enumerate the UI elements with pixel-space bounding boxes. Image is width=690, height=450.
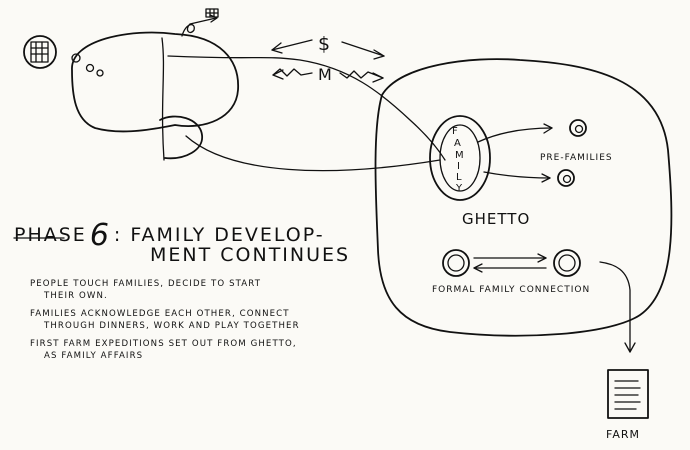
formal-connection-arrows [473, 253, 547, 273]
phase-title-line2: MENT CONTINUES [150, 244, 351, 266]
family-letter-3: M [455, 150, 465, 161]
family-letter-2: A [454, 138, 462, 149]
city-blob [71, 14, 239, 161]
pre-family-circle-2 [557, 169, 575, 187]
ghetto-blob [374, 58, 673, 337]
farm-document-icon [607, 369, 649, 419]
family-letter-1: F [452, 126, 459, 137]
phase-number: 6 [89, 218, 111, 253]
phase-word: PHASE [14, 224, 87, 246]
city-to-family-lines [167, 55, 446, 172]
pre-family-circle-1 [569, 119, 587, 137]
description-item-1-line2: THEIR OWN. [44, 291, 108, 301]
formal-connection-left-circle [442, 249, 470, 277]
description-item-3-line1: FIRST FARM EXPEDITIONS SET OUT FROM GHET… [30, 339, 297, 349]
formal-connection-right-circle [553, 249, 581, 277]
ghetto-label: GHETTO [462, 210, 530, 228]
pre-families-label: PRE-FAMILIES [540, 153, 613, 163]
phase-title-text: : FAMILY DEVELOP- [113, 224, 325, 246]
description-item-2-line2: THROUGH DINNERS, WORK AND PLAY TOGETHER [44, 321, 300, 331]
family-letter-6: Y [455, 183, 463, 194]
dollar-label: $ [318, 33, 331, 55]
building-grid-icon [23, 35, 57, 69]
ghetto-to-farm-arrow [599, 261, 636, 353]
m-exchange-arrows [272, 68, 384, 83]
family-node [429, 115, 491, 201]
money-exchange-arrows [271, 39, 385, 60]
description-item-1-line1: PEOPLE TOUCH FAMILIES, DECIDE TO START [30, 279, 262, 289]
m-label: M [318, 65, 333, 84]
small-grid-icon [205, 8, 219, 18]
family-to-prefamily-arrows [477, 123, 553, 183]
description-item-3-line2: AS FAMILY AFFAIRS [44, 351, 144, 361]
formal-connection-label: FORMAL FAMILY CONNECTION [432, 285, 590, 295]
description-item-2-line1: FAMILIES ACKNOWLEDGE EACH OTHER, CONNECT [30, 309, 290, 319]
farm-label: FARM [606, 428, 640, 441]
family-letter-5: L [456, 172, 463, 183]
family-letter-4: I [457, 161, 461, 172]
